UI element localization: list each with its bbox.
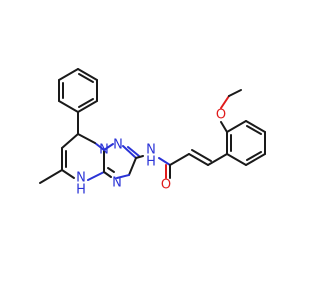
atom-labels: N N N N H N H O O <box>76 108 226 198</box>
bond <box>61 133 79 149</box>
amide-linker <box>135 149 228 179</box>
molecule-structure-diagram: N N N N H N H O O <box>39 68 266 198</box>
bond <box>191 149 212 162</box>
bond <box>127 146 140 157</box>
bond <box>158 157 171 166</box>
bond <box>77 133 96 144</box>
n-ring-top-left: N <box>99 143 109 158</box>
bond <box>87 171 105 181</box>
bond <box>128 157 137 176</box>
methoxyphenyl-ring <box>226 120 266 166</box>
bond <box>77 100 98 113</box>
bond <box>94 142 105 151</box>
bond <box>78 98 94 108</box>
bond <box>122 145 137 159</box>
bond <box>103 143 114 151</box>
bond <box>61 169 75 179</box>
phenyl-ring <box>58 68 98 135</box>
bonds <box>39 68 266 184</box>
bond <box>245 120 266 133</box>
amide-h: H <box>146 155 156 170</box>
bond <box>78 73 94 83</box>
bond <box>245 153 266 166</box>
bond <box>220 95 230 109</box>
nh-ring-n: N <box>76 171 86 186</box>
triazole-ring <box>103 143 140 179</box>
bond <box>226 120 247 133</box>
bond <box>169 153 190 166</box>
bond <box>246 125 262 135</box>
bond <box>58 68 79 81</box>
bond <box>228 89 242 97</box>
nh-ring-h: H <box>76 183 86 198</box>
pyrimidine-ring <box>39 133 105 184</box>
bond <box>135 155 144 159</box>
n-ring-top-right: N <box>113 138 123 153</box>
methoxy-oxygen: O <box>216 108 226 123</box>
bond <box>103 171 112 178</box>
molecule-canvas: N N N N H N H O O <box>39 68 266 198</box>
bond <box>188 153 209 166</box>
bond <box>246 151 262 161</box>
carbonyl-oxygen: O <box>161 178 171 193</box>
bond <box>116 174 130 179</box>
bond <box>77 68 98 81</box>
bond <box>58 100 79 113</box>
bond <box>226 153 247 166</box>
bond <box>220 121 228 133</box>
methoxy-group <box>220 89 242 133</box>
bond <box>39 169 63 184</box>
amide-n: N <box>146 143 156 158</box>
bond <box>107 167 115 173</box>
n-ring-bottom-right: N <box>112 176 122 191</box>
bond <box>207 153 228 166</box>
